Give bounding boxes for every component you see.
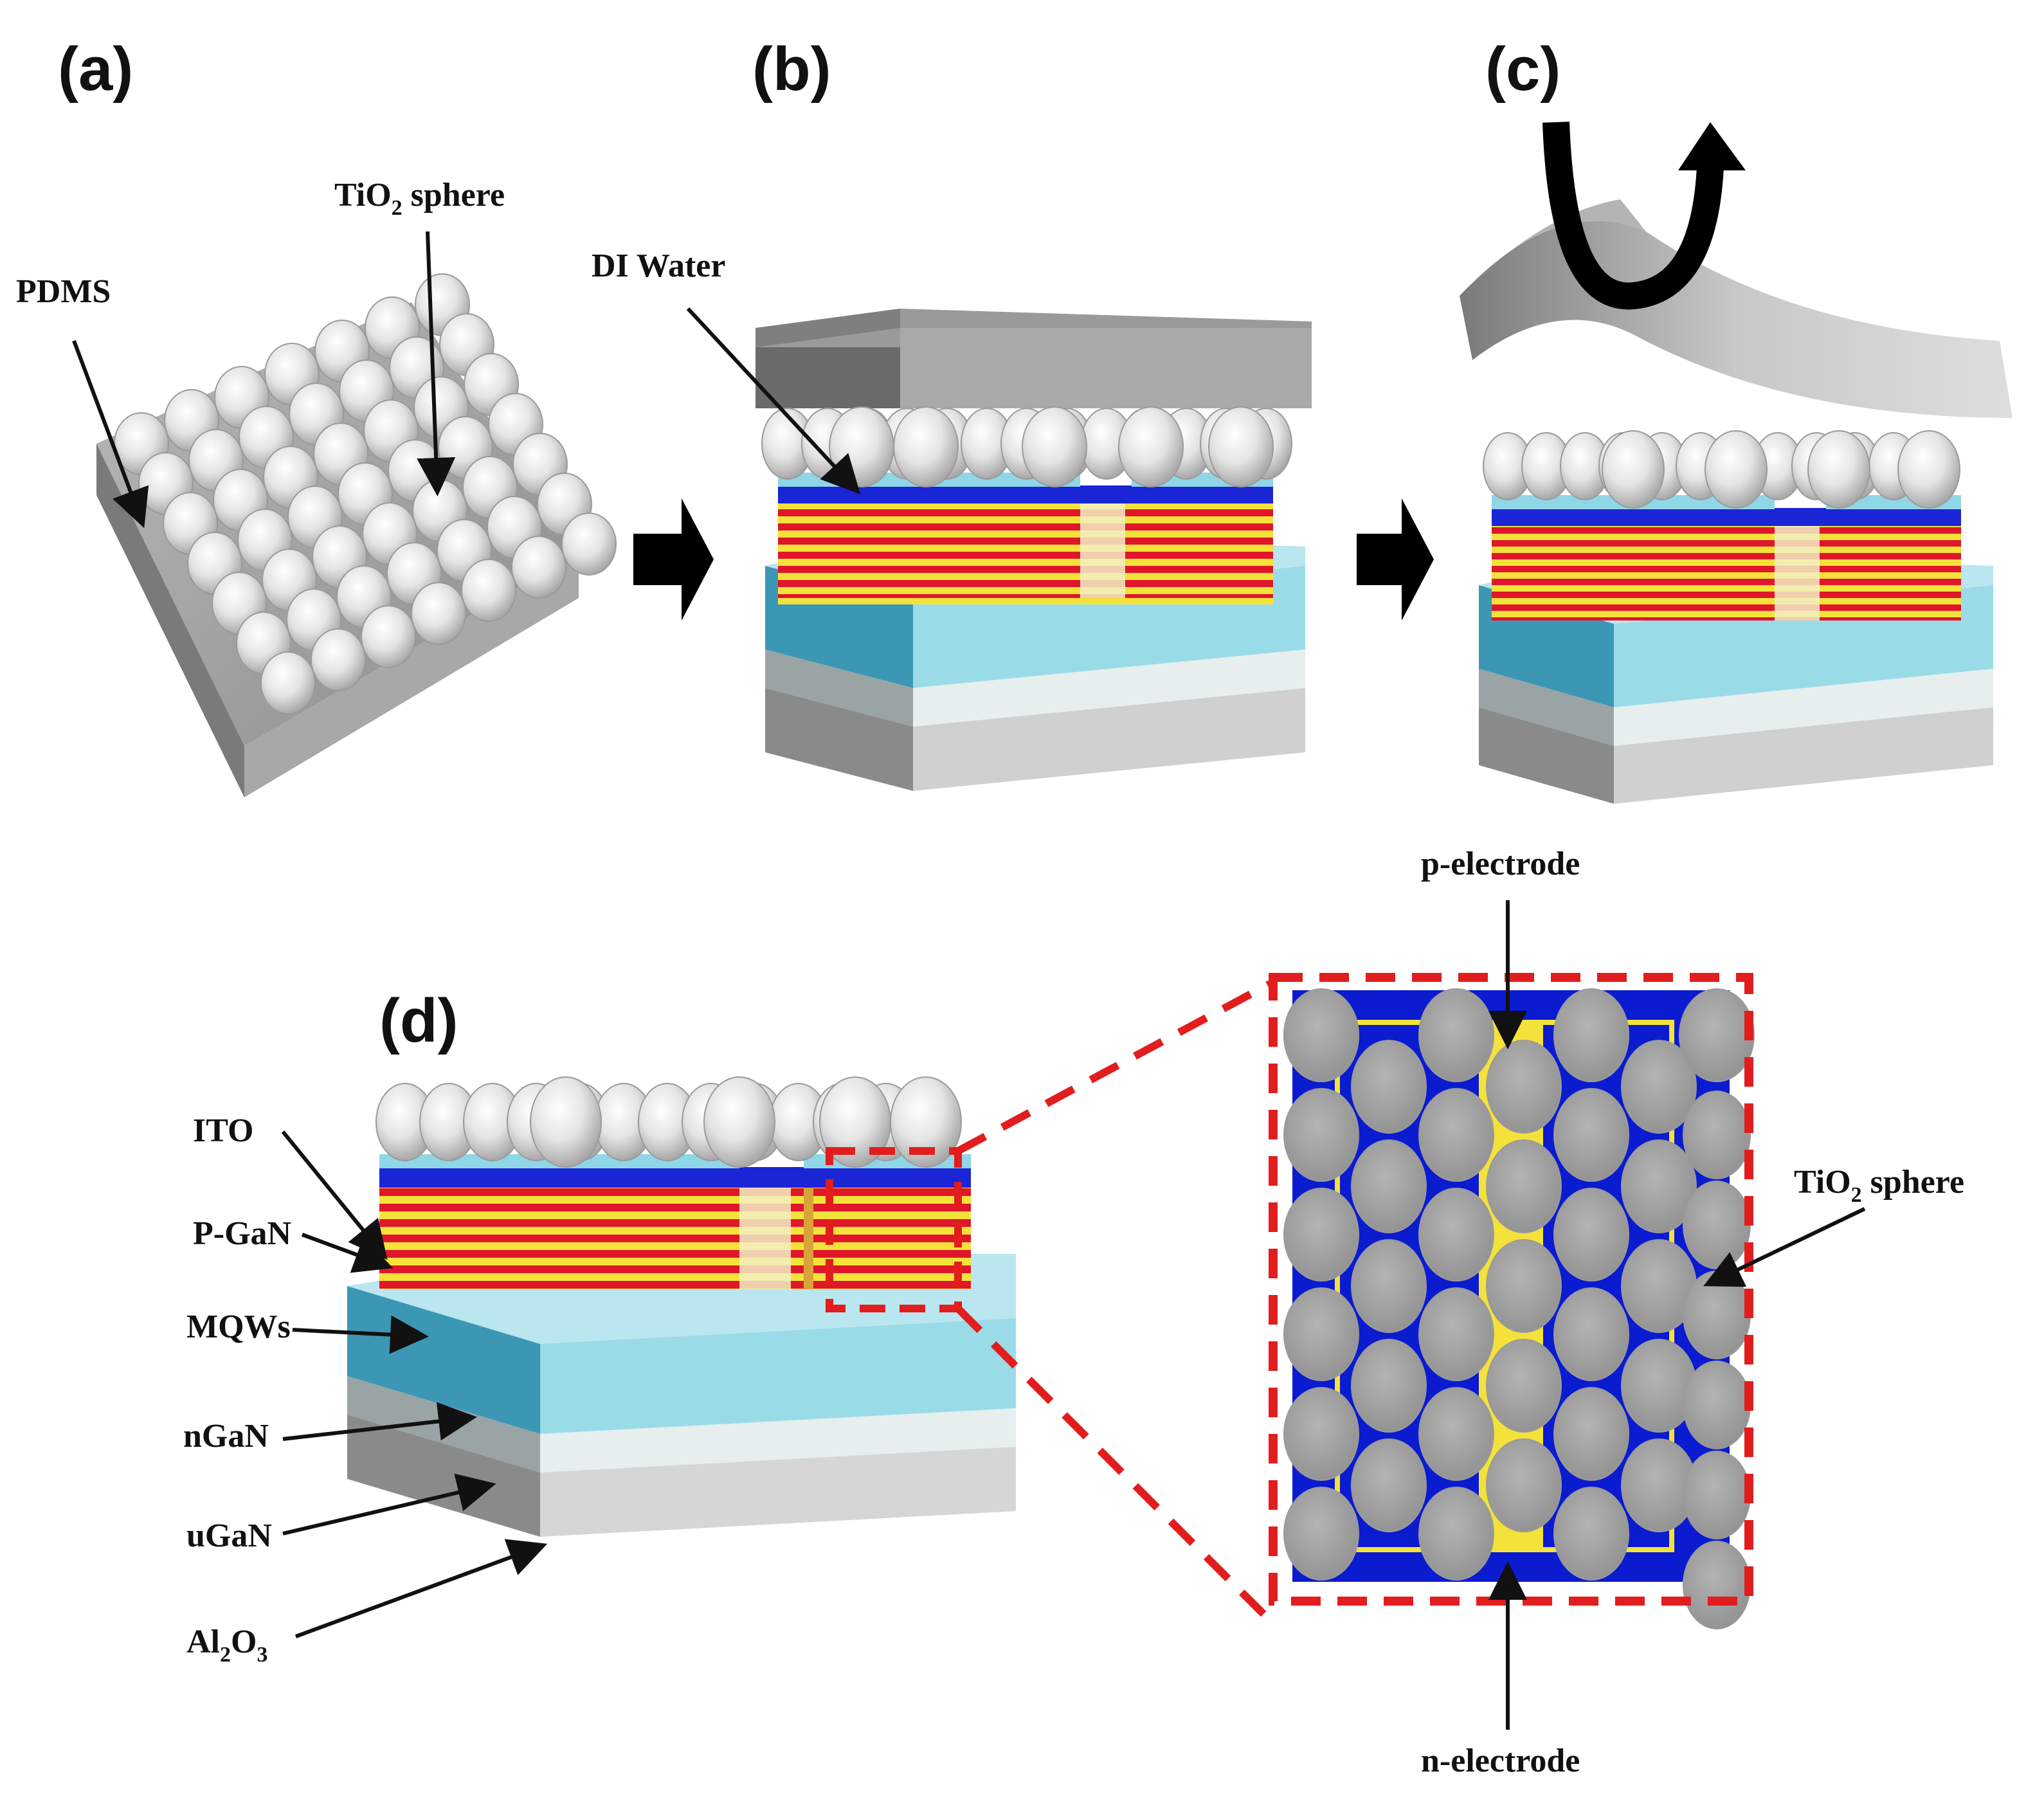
label-tio2-a: TiO2 sphere	[334, 177, 505, 220]
tio2-sphere-topview	[1351, 1139, 1427, 1233]
tio2-sphere	[511, 536, 566, 599]
tio2-sphere-topview	[1351, 1438, 1427, 1532]
tio2-sphere-topview	[1486, 1139, 1562, 1233]
panel-c-device-stack	[1460, 122, 2012, 804]
tio2-sphere	[1118, 406, 1184, 487]
label-mqws: MQWs	[186, 1309, 291, 1345]
tio2-sphere-topview	[1683, 1451, 1751, 1539]
arrow-tio2-zoom	[1703, 1207, 1866, 1287]
zoom-top-view	[1269, 973, 1755, 1629]
arrow-mqws	[292, 1315, 429, 1354]
tio2-sphere	[311, 628, 366, 691]
tio2-sphere-topview	[1418, 1287, 1494, 1381]
tio2-sphere	[1602, 430, 1665, 509]
tio2-sphere-topview	[1351, 1339, 1427, 1433]
arrow-al2o3	[294, 1539, 548, 1638]
zoom-connector-top	[956, 980, 1272, 1155]
tio2-sphere-topview	[1418, 1387, 1494, 1481]
tio2-sphere-topview	[1283, 1487, 1359, 1581]
tio2-sphere-topview	[1553, 1088, 1629, 1182]
tio2-sphere-topview	[1683, 1091, 1751, 1179]
panel-label-c: (c)	[1485, 35, 1560, 104]
label-n-gan: nGaN	[183, 1418, 269, 1454]
label-u-gan: uGaN	[186, 1518, 272, 1554]
tio2-sphere-topview	[1683, 1271, 1751, 1359]
tio2-sphere-topview	[1283, 988, 1359, 1082]
tio2-sphere-topview	[1679, 988, 1755, 1082]
panel-label-a: (a)	[58, 35, 133, 104]
tio2-sphere-topview	[1418, 1088, 1494, 1182]
tio2-sphere-topview	[1553, 1188, 1629, 1282]
arrow-di-water	[686, 307, 861, 494]
tio2-sphere	[1022, 406, 1087, 487]
label-al2o3: Al2O3	[186, 1624, 267, 1667]
tio2-sphere-topview	[1351, 1239, 1427, 1333]
panel-c-sphere-row	[1483, 430, 1960, 509]
tio2-sphere-topview	[1621, 1139, 1697, 1233]
tio2-sphere	[1705, 430, 1768, 509]
tio2-sphere	[361, 605, 416, 668]
arrow-p-gan	[301, 1233, 393, 1273]
tio2-sphere-topview	[1283, 1287, 1359, 1381]
panel-a-pdms-stamp	[96, 273, 617, 797]
panel-d-sphere-row	[375, 1076, 962, 1168]
tio2-sphere	[893, 406, 959, 487]
arrow-u-gan	[282, 1473, 496, 1536]
tio2-sphere	[260, 651, 316, 714]
tio2-sphere-topview	[1683, 1541, 1751, 1629]
tio2-sphere-topview	[1486, 1339, 1562, 1433]
tio2-sphere	[411, 582, 466, 645]
arrow-n-gan	[282, 1402, 477, 1441]
tio2-sphere-topview	[1418, 988, 1494, 1082]
arrow-pdms	[72, 340, 149, 529]
panel-label-d: (d)	[379, 986, 458, 1055]
tio2-sphere-topview	[1486, 1438, 1562, 1532]
label-tio2-zoom: TiO2 sphere	[1794, 1164, 1964, 1207]
panel-label-b: (b)	[752, 35, 831, 104]
tio2-sphere	[461, 559, 516, 622]
tio2-sphere-topview	[1621, 1040, 1697, 1134]
tio2-sphere	[829, 406, 894, 487]
tio2-sphere-topview	[1351, 1040, 1427, 1134]
panel-d-device-stack	[347, 1076, 1016, 1537]
zoom-connector-bottom	[955, 1305, 1273, 1624]
label-pdms: PDMS	[16, 273, 111, 310]
tio2-sphere	[1807, 430, 1870, 509]
label-n-electrode: n-electrode	[1421, 1743, 1580, 1779]
zoom-frame	[1269, 973, 1753, 1606]
label-ito: ITO	[193, 1112, 253, 1149]
label-p-electrode: p-electrode	[1421, 846, 1580, 882]
arrow-tio2-a	[417, 231, 456, 496]
tio2-sphere-topview	[1283, 1188, 1359, 1282]
tio2-sphere	[703, 1076, 775, 1168]
panel-b-device-stack	[755, 309, 1312, 791]
process-arrow-b-c	[1357, 498, 1434, 621]
zoom-source-box	[826, 1147, 962, 1312]
panel-a-sphere-array	[114, 273, 617, 714]
tio2-sphere	[530, 1076, 602, 1168]
tio2-sphere-topview	[1553, 1387, 1629, 1481]
tio2-sphere	[1208, 406, 1274, 487]
tio2-sphere-topview	[1418, 1487, 1494, 1581]
zoom-sphere-grid	[1283, 988, 1755, 1629]
tio2-sphere	[890, 1076, 962, 1168]
tio2-sphere-topview	[1283, 1088, 1359, 1182]
tio2-sphere-topview	[1553, 988, 1629, 1082]
process-arrow-a-b	[633, 498, 714, 621]
tio2-sphere	[1897, 430, 1960, 509]
panel-b-sphere-row	[761, 406, 1292, 487]
tio2-sphere-topview	[1683, 1361, 1751, 1449]
tio2-sphere-topview	[1553, 1287, 1629, 1381]
tio2-sphere-topview	[1486, 1239, 1562, 1333]
label-di-water: DI Water	[592, 248, 725, 284]
tio2-sphere-topview	[1418, 1188, 1494, 1282]
arrow-ito	[281, 1130, 388, 1260]
tio2-sphere-topview	[1553, 1487, 1629, 1581]
tio2-sphere-topview	[1486, 1040, 1562, 1134]
tio2-sphere-topview	[1283, 1387, 1359, 1481]
label-p-gan: P-GaN	[193, 1215, 291, 1252]
tio2-sphere	[561, 512, 617, 575]
tio2-sphere-topview	[1683, 1181, 1751, 1269]
